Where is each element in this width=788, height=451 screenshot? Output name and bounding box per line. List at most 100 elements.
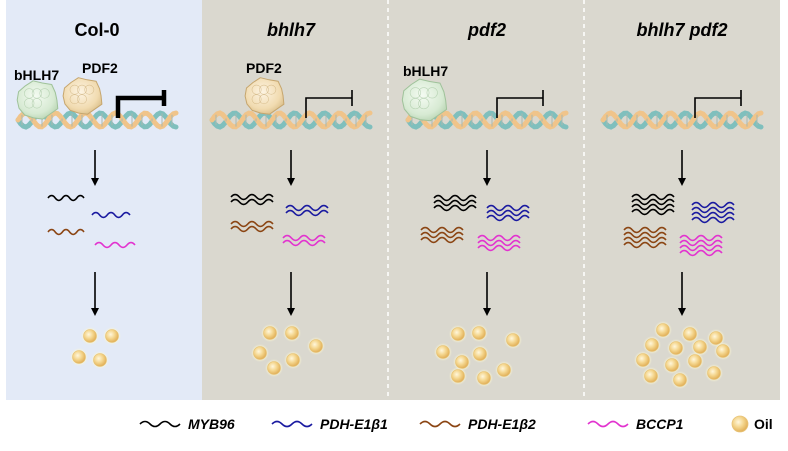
mrna-transcript	[420, 236, 464, 244]
oil-droplet	[309, 339, 323, 353]
oil-droplet-icon	[731, 415, 749, 433]
oil-droplet	[473, 347, 487, 361]
mrna-transcript	[282, 239, 326, 247]
mrna-transcript	[285, 204, 329, 212]
pdf2-protein-lobe	[251, 94, 262, 105]
oil-droplet	[644, 369, 658, 383]
mrna-transcript	[631, 203, 675, 211]
legend-label-myb96: MYB96	[188, 416, 235, 432]
repression-symbol	[115, 95, 164, 118]
oil-droplet	[472, 326, 486, 340]
repression-symbol	[496, 97, 543, 118]
oil-droplet	[455, 355, 469, 369]
oil-droplet	[263, 326, 277, 340]
legend-label-pdh-e1b1: PDH-E1β1	[320, 416, 388, 432]
dna-strand	[600, 110, 764, 130]
oil-droplet	[436, 345, 450, 359]
oil-droplet	[693, 340, 707, 354]
mrna-transcript	[691, 206, 735, 214]
mrna-transcript	[285, 209, 329, 217]
mrna-transcript	[230, 225, 274, 233]
protein-label-pdf2: PDF2	[246, 60, 282, 76]
legend-swatch-pdh-e1b2	[419, 420, 461, 428]
mrna-transcript	[679, 249, 723, 257]
legend-swatch-bccp1	[587, 420, 629, 428]
oil-droplet	[683, 327, 697, 341]
oil-droplet	[451, 369, 465, 383]
pdf2-protein-lobe	[266, 84, 277, 95]
oil-droplet	[656, 323, 670, 337]
oil-droplet	[497, 363, 511, 377]
oil-droplet	[451, 327, 465, 341]
legend-swatch-myb96	[139, 420, 181, 428]
oil-droplet	[709, 331, 723, 345]
mrna-transcript	[477, 239, 521, 247]
mrna-transcript	[679, 234, 723, 242]
mrna-transcript	[486, 209, 530, 217]
mrna-transcript	[691, 216, 735, 224]
mrna-transcript	[631, 208, 675, 216]
mrna-transcript	[691, 201, 735, 209]
protein-label-bhlh7: bHLH7	[14, 67, 59, 83]
mrna-transcript	[47, 194, 85, 202]
mrna-transcript	[623, 226, 667, 234]
mrna-transcript	[420, 226, 464, 234]
mrna-transcript	[679, 244, 723, 252]
mrna-transcript	[486, 204, 530, 212]
protein-label-pdf2: PDF2	[82, 60, 118, 76]
mrna-transcript	[679, 239, 723, 247]
mrna-transcript	[433, 194, 477, 202]
mrna-transcript	[623, 231, 667, 239]
oil-droplet	[645, 338, 659, 352]
mrna-transcript	[230, 193, 274, 201]
pdf2-protein	[62, 77, 103, 115]
diagram-content	[15, 77, 764, 389]
dna-strand	[405, 110, 569, 130]
pdf2-protein	[244, 77, 285, 115]
panel-title-bhlh7: bhlh7	[267, 20, 316, 40]
legend: MYB96 PDH-E1β1 PDH-E1β2 BCCP1 Oil	[139, 415, 773, 433]
panel-title-bhlh7-pdf2: bhlh7 pdf2	[637, 20, 728, 40]
bhlh7-protein-lobe	[409, 98, 421, 110]
oil-droplet	[285, 326, 299, 340]
mrna-transcript	[477, 234, 521, 242]
dna-strand	[209, 110, 373, 130]
panel-title-col0: Col-0	[75, 20, 120, 40]
bhlh7-protein-lobe	[39, 88, 50, 99]
mrna-transcript	[631, 198, 675, 206]
mrna-transcript	[631, 193, 675, 201]
dna-strand	[15, 110, 179, 130]
oil-droplet	[669, 341, 683, 355]
mrna-transcript	[282, 234, 326, 242]
mrna-transcript	[691, 211, 735, 219]
dna-strand	[209, 110, 373, 130]
oil-droplet	[286, 353, 300, 367]
pdf2-protein-lobe	[259, 94, 269, 105]
oil-droplet	[665, 358, 679, 372]
oil-droplet	[716, 344, 730, 358]
protein-label-bhlh7: bHLH7	[403, 63, 448, 79]
mrna-transcript	[433, 199, 477, 207]
oil-droplet	[506, 333, 520, 347]
oil-droplet	[636, 353, 650, 367]
mrna-transcript	[477, 244, 521, 252]
repression-symbol	[694, 97, 741, 118]
pdf2-protein-lobe	[69, 94, 80, 105]
panel-title-pdf2: pdf2	[467, 20, 506, 40]
legend-label-bccp1: BCCP1	[636, 416, 684, 432]
bhlh7-protein-lobe	[31, 98, 43, 109]
mrna-transcript	[420, 231, 464, 239]
oil-droplet	[253, 346, 267, 360]
mrna-transcript	[623, 236, 667, 244]
oil-droplet	[673, 373, 687, 387]
bhlh7-protein	[401, 78, 448, 122]
mrna-transcript	[433, 204, 477, 212]
bhlh7-protein-lobe	[418, 98, 430, 110]
mrna-transcript	[230, 220, 274, 228]
bhlh7-protein	[16, 80, 59, 120]
oil-droplet	[477, 371, 491, 385]
oil-droplet	[688, 354, 702, 368]
oil-droplet	[105, 329, 119, 343]
mrna-transcript	[230, 198, 274, 206]
